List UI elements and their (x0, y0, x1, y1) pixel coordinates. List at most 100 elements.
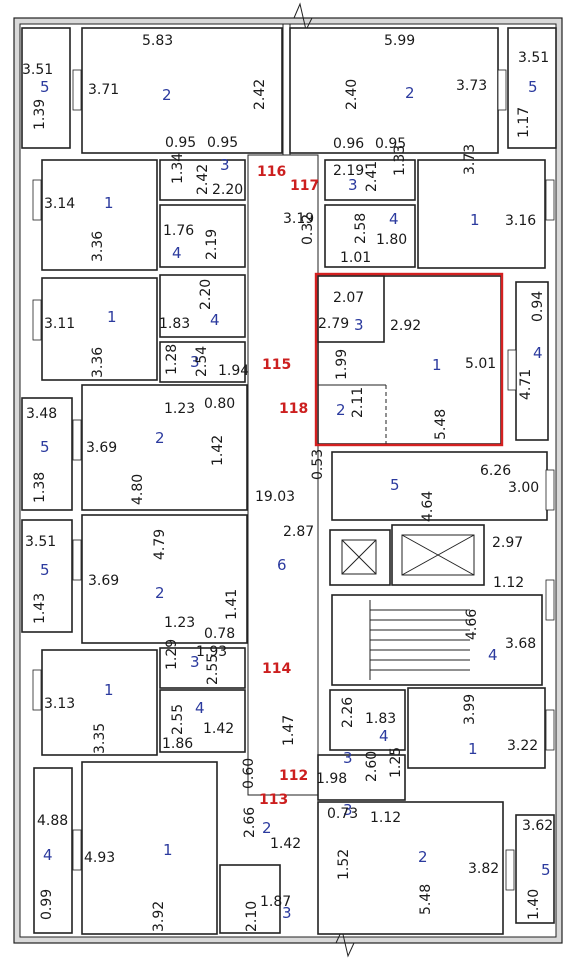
dimension-30-1: 4.93 (84, 850, 115, 866)
room-type-17: 5 (40, 438, 50, 456)
dimension-14-1: 5.01 (465, 356, 496, 372)
room-type-5: 3 (348, 176, 358, 194)
room-type-7: 4 (172, 244, 182, 262)
dimension-24-0: 1.93 (196, 644, 227, 660)
room-type-24: 3 (190, 653, 200, 671)
apartment-116: 116 (257, 164, 286, 180)
window-l4 (72, 539, 82, 581)
dimension-35-0: 3.62 (522, 818, 553, 834)
dimension-13-2: 1.99 (334, 349, 350, 380)
dimension-30-0: 4.88 (37, 813, 68, 829)
dimension-29-1: 2.60 (364, 751, 380, 782)
room-wc-l1 (159, 204, 246, 268)
dimension-7-1: 2.19 (204, 229, 220, 260)
window-tl (72, 69, 82, 111)
dimension-28-1: 3.22 (507, 738, 538, 754)
room-type-27: 4 (379, 727, 389, 745)
dimension-1-2: 2.42 (252, 79, 268, 110)
room-type-34: 2 (418, 848, 428, 866)
dimension-29-3: 0.60 (241, 758, 257, 789)
window-l5 (32, 669, 42, 711)
room-bath-116 (159, 159, 246, 201)
dimension-18-4: 1.42 (210, 435, 226, 466)
room-living-tr (289, 27, 499, 154)
room-type-9: 1 (470, 211, 480, 229)
room-loggia-r6 (515, 814, 555, 924)
elevator-small-cab (341, 539, 377, 575)
dimension-12-1: 2.54 (194, 346, 210, 377)
room-wc-r1 (324, 204, 416, 268)
dimension-10-1: 3.36 (90, 347, 106, 378)
room-loggia-l6 (33, 767, 73, 934)
dimension-26-0: 2.55 (170, 704, 186, 735)
dimension-26-2: 1.42 (203, 721, 234, 737)
dimension-19-2: 3.00 (508, 480, 539, 496)
dimension-21-0: 3.51 (25, 534, 56, 550)
dimension-26-1: 1.86 (162, 736, 193, 752)
dimension-36-1: 2.10 (244, 901, 260, 932)
room-type-29: 3 (343, 749, 353, 767)
apartment-115: 115 (262, 357, 291, 373)
room-type-23: 4 (488, 646, 498, 664)
room-type-20: 6 (277, 556, 287, 574)
dimension-0-0: 3.51 (22, 62, 53, 78)
room-type-10: 1 (107, 308, 117, 326)
window-r2 (507, 349, 517, 391)
room-bath-112 (317, 754, 406, 801)
window-r6 (505, 849, 515, 891)
apartment-114: 114 (262, 661, 291, 677)
room-hall-r (331, 451, 548, 521)
dimension-5-4: 1.33 (392, 145, 408, 176)
room-type-26: 4 (195, 699, 205, 717)
room-loggia-tl (21, 27, 71, 149)
corridor (247, 154, 319, 796)
dimension-11-0: 2.20 (198, 279, 214, 310)
dimension-4-2: 1.34 (170, 153, 186, 184)
dimension-8-1: 1.80 (376, 232, 407, 248)
dimension-6-0: 3.14 (44, 196, 75, 212)
dimension-29-0: 1.98 (316, 771, 347, 787)
dimension-5-3: 2.41 (364, 161, 380, 192)
room-bath-117 (324, 159, 416, 201)
room-living-r6 (317, 801, 504, 935)
room-living-l4 (81, 514, 248, 644)
room-type-4: 3 (220, 156, 230, 174)
dimension-3-1: 1.17 (516, 107, 532, 138)
elevator-small-mark (341, 539, 377, 575)
dimension-21-1: 1.43 (32, 593, 48, 624)
room-type-22: 2 (155, 584, 165, 602)
dimension-12-0: 1.28 (164, 344, 180, 375)
dimension-4-3: 2.42 (195, 164, 211, 195)
dimension-32-1: 1.42 (270, 836, 301, 852)
dimension-9-0: 3.73 (462, 144, 478, 175)
window-r4 (545, 579, 555, 621)
room-type-3: 5 (528, 78, 538, 96)
dimension-14-0: 2.92 (390, 318, 421, 334)
break-mark-bottom (335, 928, 355, 958)
room-type-2: 2 (405, 84, 415, 102)
apartment-113: 113 (259, 792, 288, 808)
window-r5 (545, 709, 555, 751)
dimension-29-4: 1.47 (281, 715, 297, 746)
room-living-tl (81, 27, 283, 154)
room-type-32: 2 (262, 819, 272, 837)
apartment-117: 117 (290, 178, 319, 194)
dimension-9-1: 3.16 (505, 213, 536, 229)
dimension-16-0: 0.94 (530, 291, 546, 322)
room-type-33: 3 (343, 801, 353, 819)
dimension-16-1: 4.71 (518, 369, 534, 400)
room-type-19: 5 (390, 476, 400, 494)
room-living-l6 (81, 761, 218, 935)
elevator-large-mark (401, 534, 475, 576)
dimension-31-0: 3.92 (151, 901, 167, 932)
dimension-18-3: 4.80 (130, 474, 146, 505)
window-l2 (32, 299, 42, 341)
dimension-10-0: 3.11 (44, 316, 75, 332)
room-type-28: 1 (468, 740, 478, 758)
window-r3 (545, 469, 555, 511)
room-bed-l5 (41, 649, 158, 756)
room-living-l3 (81, 384, 248, 511)
